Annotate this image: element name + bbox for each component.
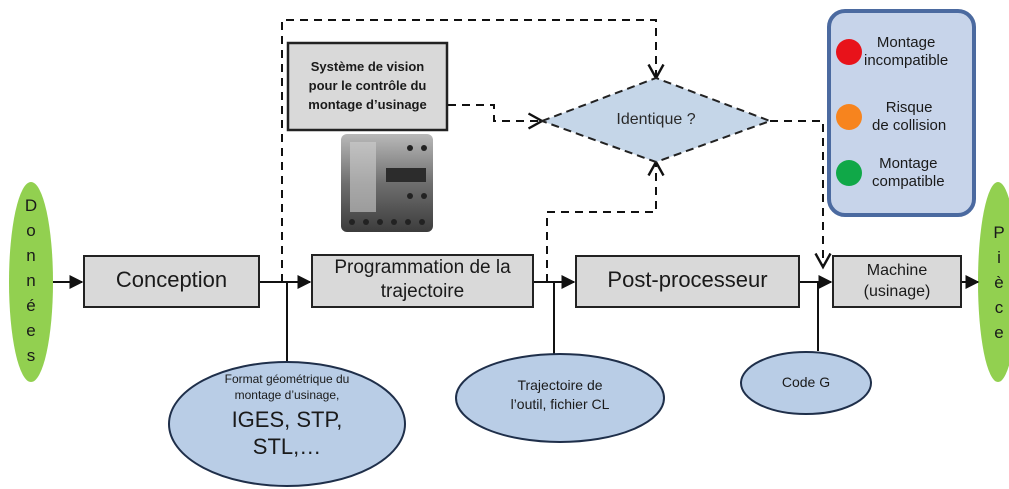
legend-item-incompatible: Montage incompatible [836,34,968,70]
vertical-letter: s [26,346,36,365]
camera-image [341,134,433,232]
vertical-letter: è [994,273,1004,292]
legend-item-line1: Montage [876,34,936,51]
vertical-letter: o [26,221,36,240]
trajectoire-label: Trajectoire de l’outil, fichier CL [480,376,640,414]
vision-line1: Système de vision [310,59,425,74]
legend-item-compatible: Montage compatible [836,155,968,191]
post-processeur-box [575,255,800,308]
conception-box [83,255,260,308]
legend-item-line2: de collision [872,117,947,134]
format-ellipse [168,361,406,487]
machine-line2: (usinage) [863,283,931,300]
trajectoire-line1: Trajectoire de [517,377,603,393]
decision-diamond [539,76,773,164]
format-line2: montage d’usinage, [234,388,340,402]
vertical-letter: n [26,246,36,265]
codeg-label: Code G [781,374,831,390]
post-processeur-label: Post-processeur [607,267,768,292]
piece-ellipse [978,182,1009,382]
vertical-letter: e [26,321,36,340]
legend-panel [827,9,976,217]
programmation-box [311,254,534,308]
legend-item-line1: Risque [885,99,933,116]
machine-line1: Machine [866,262,928,279]
programmation-line1: Programmation de la [334,257,511,278]
vertical-letter: D [24,196,38,215]
format-line4: STL,… [252,434,322,459]
conception-label: Conception [115,267,228,292]
orange-dot-icon [836,104,862,130]
vision-label: Système de vision pour le contrôle du mo… [288,57,447,114]
vertical-letter: n [26,271,36,290]
red-dot-icon [836,39,862,65]
vertical-letter: é [26,296,36,315]
format-line1: Format géométrique du [224,372,350,386]
trajectoire-line2: l’outil, fichier CL [510,396,610,412]
programmation-label: Programmation de la trajectoire [312,256,533,304]
donnees-ellipse [9,182,53,382]
legend-item-line2: incompatible [864,52,949,69]
machine-box [832,255,962,308]
format-label: Format géométrique du montage d’usinage,… [190,371,384,460]
machine-label: Machine (usinage) [833,260,961,302]
vertical-letter: c [994,298,1004,317]
vision-box [286,41,449,132]
vertical-letter: e [994,323,1004,342]
vision-line3: montage d’usinage [308,97,427,112]
green-dot-icon [836,160,862,186]
dashed-loop [281,19,832,282]
codeg-ellipse [740,351,872,415]
format-line3: IGES, STP, [231,407,343,432]
decision-label: Identique ? [616,111,696,128]
legend-item-collision: Risque de collision [836,99,968,135]
legend-item-line1: Montage [879,155,938,172]
legend-item-line2: compatible [872,173,945,190]
programmation-line2: trajectoire [380,281,465,302]
vertical-letter: i [997,248,1001,267]
trajectoire-ellipse [455,353,665,443]
vertical-letter: P [993,223,1005,242]
vision-line2: pour le contrôle du [308,78,427,93]
